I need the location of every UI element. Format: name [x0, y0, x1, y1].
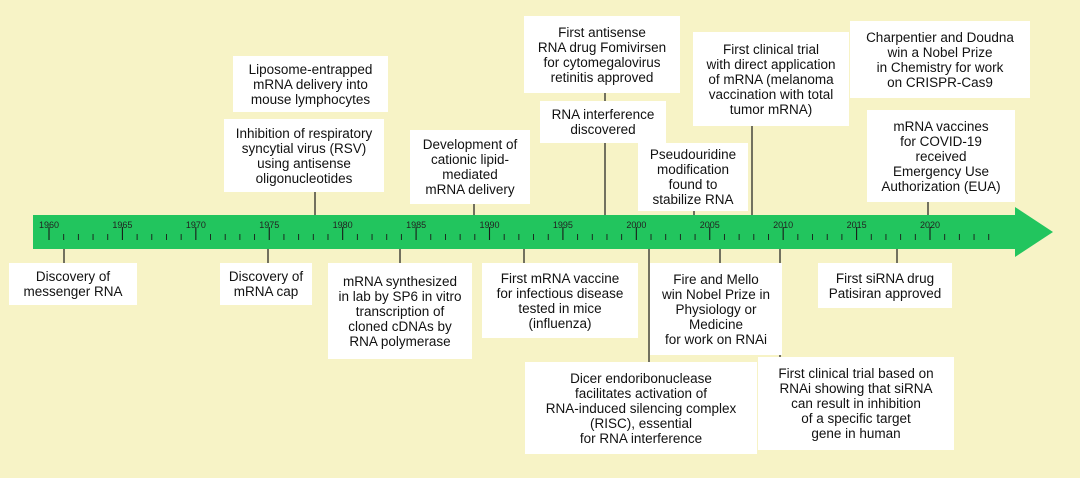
year-label: 1980 [333, 220, 353, 230]
event-melanoma: First clinical trial with direct applica… [693, 32, 849, 126]
axis-year-labels: 1960 1965 1970 1975 1980 1985 1990 1995 2000 2005… [39, 220, 940, 230]
year-label: 2015 [847, 220, 867, 230]
event-fire-mello: Fire and Mello win Nobel Prize in Physio… [650, 263, 782, 355]
event-pseudouridine: Pseudouridine modification found to stab… [638, 143, 748, 211]
event-mrna-cap: Discovery of mRNA cap [220, 263, 312, 305]
year-label: 1995 [553, 220, 573, 230]
event-rnai-discovered: RNA interference discovered [540, 101, 666, 143]
year-label: 1975 [259, 220, 279, 230]
event-crispr: Charpentier and Doudna win a Nobel Prize… [850, 21, 1030, 98]
year-label: 1990 [479, 220, 499, 230]
event-first-mrna-vaccine: First mRNA vaccine for infectious diseas… [482, 263, 638, 338]
timeline-axis-arrow [33, 207, 1053, 257]
event-liposome: Liposome-entrapped mRNA delivery into mo… [233, 56, 388, 112]
year-label: 1985 [406, 220, 426, 230]
year-label: 1970 [186, 220, 206, 230]
year-label: 1960 [39, 220, 59, 230]
event-patisiran: First siRNA drug Patisiran approved [818, 263, 952, 308]
event-cationic-lipid: Development of cationic lipid- mediated … [410, 130, 530, 204]
event-covid-eua: mRNA vaccines for COVID-19 received Emer… [867, 110, 1015, 202]
year-label: 2020 [920, 220, 940, 230]
event-rsv: Inhibition of respiratory syncytial viru… [224, 119, 384, 192]
event-fomivirsen: First antisense RNA drug Fomivirsen for … [524, 16, 680, 93]
event-sp6: mRNA synthesized in lab by SP6 in vitro … [328, 263, 472, 359]
event-messenger-rna: Discovery of messenger RNA [9, 263, 137, 305]
year-label: 1965 [112, 220, 132, 230]
event-dicer: Dicer endoribonuclease facilitates activ… [525, 362, 757, 454]
year-label: 2010 [773, 220, 793, 230]
year-label: 2005 [700, 220, 720, 230]
event-sirna-trial: First clinical trial based on RNAi showi… [758, 357, 954, 450]
year-label: 2000 [626, 220, 646, 230]
axis-ticks [48, 227, 990, 240]
